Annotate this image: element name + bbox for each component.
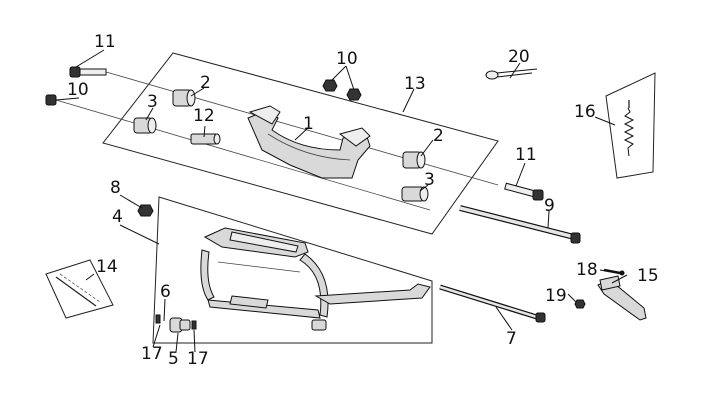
long-bolt-upper [69, 66, 107, 78]
callout-2-right: 2 [433, 126, 444, 146]
callout-17-right: 17 [187, 349, 209, 369]
callout-13: 13 [404, 74, 426, 94]
bushing-2-right [402, 151, 426, 169]
callout-10-left: 10 [67, 80, 89, 100]
upper-assembly-panel [102, 52, 499, 235]
callout-14: 14 [96, 257, 118, 277]
pivot-shaft-7 [439, 284, 546, 323]
sidestand-spring-panel [605, 72, 656, 179]
nut-19 [574, 299, 586, 309]
sticker-14 [55, 273, 101, 307]
callout-10-top: 10 [336, 49, 358, 69]
bushing-2-left [172, 89, 196, 107]
callout-17-left: 17 [141, 344, 163, 364]
engine-hanger-bracket [247, 105, 371, 179]
bolt-18 [603, 268, 625, 276]
main-shaft-8 [459, 205, 581, 244]
nut-10-b [346, 88, 362, 101]
leader-lines [55, 49, 628, 353]
return-spring-16 [623, 100, 635, 157]
callout-7: 7 [506, 329, 517, 349]
callout-3-left: 3 [147, 92, 158, 112]
bolt-11-right [504, 182, 544, 201]
sidestand [597, 275, 647, 321]
callout-18: 18 [576, 260, 598, 280]
callout-1: 1 [303, 114, 314, 134]
callout-11-upper-left: 11 [94, 32, 116, 52]
callout-3-right: 3 [424, 170, 435, 190]
callout-4: 4 [112, 207, 123, 227]
callout-15: 15 [637, 266, 659, 286]
lower-assembly-panel [152, 196, 433, 344]
label-sticker-panel [45, 259, 114, 319]
callout-2-left: 2 [200, 73, 211, 93]
callout-9: 8 [110, 178, 121, 198]
callout-12: 12 [193, 106, 215, 126]
callout-19: 19 [545, 286, 567, 306]
nut-10-a [322, 79, 338, 92]
lower-axis-line [55, 99, 431, 211]
spacer-3-left [133, 117, 157, 134]
main-stand [200, 227, 431, 331]
collar-12 [190, 133, 221, 145]
bolt-10-left [45, 94, 57, 106]
callout-11-right: 11 [515, 145, 537, 165]
spacer-3-right [401, 186, 429, 202]
cotter-pin-20 [485, 68, 538, 80]
callout-5: 5 [168, 349, 179, 369]
small-fastener-parts [155, 314, 197, 333]
callout-20: 20 [508, 47, 530, 67]
upper-axis-line [105, 71, 499, 186]
callout-8: 9 [544, 196, 555, 216]
callout-6: 6 [160, 282, 171, 302]
callout-16: 16 [574, 102, 596, 122]
